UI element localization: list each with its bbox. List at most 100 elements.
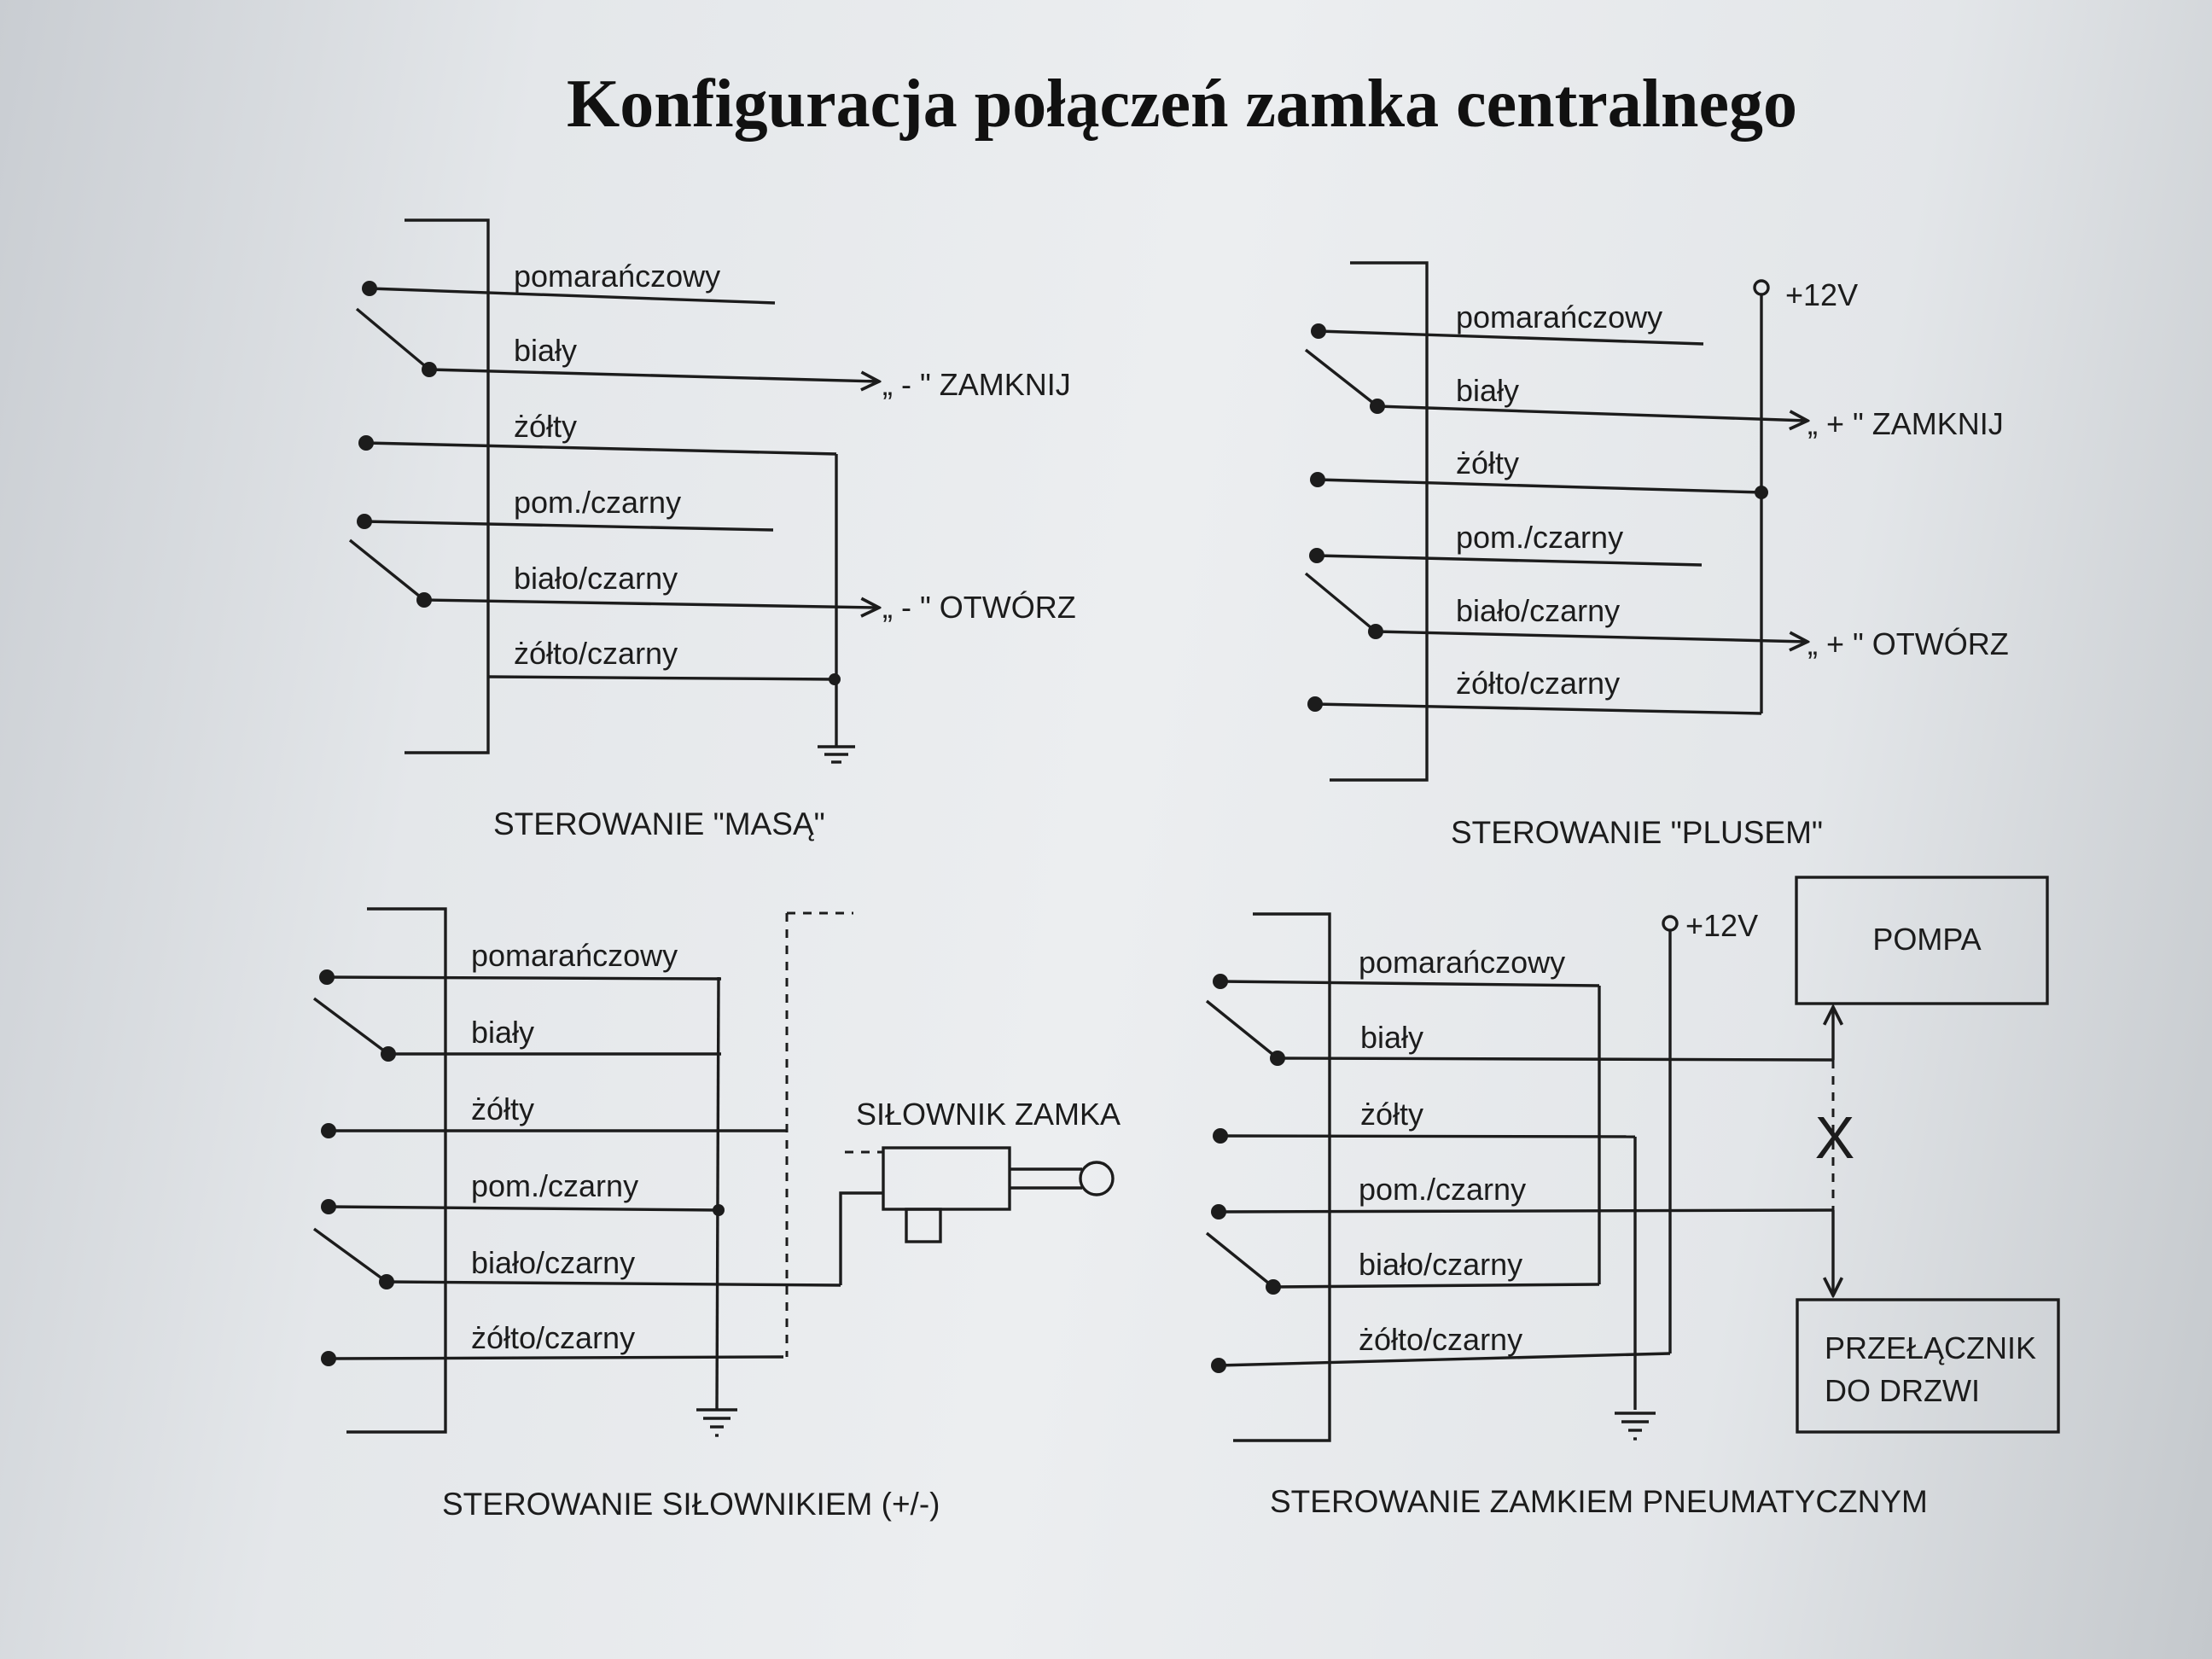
junction-dot bbox=[1755, 486, 1768, 499]
junction-dot bbox=[829, 673, 841, 685]
connector-bracket bbox=[1330, 261, 1429, 782]
panel-plus: +12V pomarańczowy biały żółty pom./czarn… bbox=[1304, 261, 2009, 850]
supply-label: +12V bbox=[1685, 908, 1758, 943]
switch-contact-dot bbox=[1266, 1279, 1281, 1295]
wire-white bbox=[1277, 1057, 1834, 1062]
switch-contact-dot bbox=[422, 362, 437, 377]
wire-label-white: biały bbox=[514, 333, 577, 368]
terminal-dot bbox=[1311, 323, 1326, 339]
wire-label-white: biały bbox=[1456, 373, 1519, 408]
terminal-dot bbox=[357, 514, 372, 529]
ground-symbol bbox=[818, 745, 855, 764]
wire-label-yellow: żółty bbox=[1360, 1097, 1423, 1132]
pump-label: POMPA bbox=[1872, 922, 1981, 957]
wire-white-black-switch bbox=[1304, 572, 1377, 633]
wire-label-yellow: żółty bbox=[1456, 445, 1519, 480]
wire-white-switch bbox=[1304, 348, 1379, 408]
terminal-dot bbox=[1213, 974, 1228, 989]
open-signal-label: „ - " OTWÓRZ bbox=[882, 590, 1076, 625]
wire-yellow bbox=[365, 441, 837, 456]
wire-yellow-black bbox=[1218, 1352, 1671, 1367]
door-switch-label: DO DRZWI bbox=[1825, 1373, 1980, 1408]
junction-dot bbox=[713, 1204, 725, 1216]
wire-yellow-black bbox=[328, 1355, 784, 1360]
open-signal-label: „ + " OTWÓRZ bbox=[1807, 626, 2009, 661]
terminal-dot bbox=[1211, 1204, 1226, 1220]
wire-label-orange-black: pom./czarny bbox=[514, 485, 681, 520]
actuator-feed bbox=[839, 1191, 883, 1285]
switch-contact-dot bbox=[416, 592, 432, 608]
actuator-label: SIŁOWNIK ZAMKA bbox=[856, 1097, 1121, 1132]
wire-label-orange-black: pom./czarny bbox=[471, 1168, 638, 1203]
wire-yellow-black bbox=[1314, 702, 1762, 715]
terminal-dot bbox=[321, 1199, 336, 1214]
wire-white-switch bbox=[312, 997, 390, 1056]
terminal-dot bbox=[319, 969, 335, 985]
wire-white-black-switch bbox=[348, 538, 426, 602]
panel-masa: pomarańczowy biały żółty pom./czarny bia… bbox=[348, 218, 1076, 841]
panel-caption-plus: STEROWANIE "PLUSEM" bbox=[1451, 815, 1823, 850]
switch-contact-dot bbox=[1370, 399, 1385, 414]
switch-contact-dot bbox=[381, 1046, 396, 1062]
wire-orange bbox=[1318, 329, 1704, 346]
connector-bracket bbox=[346, 907, 447, 1434]
wire-label-white-black: biało/czarny bbox=[514, 561, 678, 596]
wire-orange bbox=[369, 287, 776, 305]
wire-yellow bbox=[1220, 1134, 1636, 1138]
switch-contact-dot bbox=[379, 1274, 394, 1289]
terminal-dot bbox=[321, 1351, 336, 1366]
wire-white bbox=[428, 368, 879, 381]
wire-orange bbox=[1220, 980, 1600, 987]
wire-orange-black bbox=[364, 520, 774, 532]
actuator-icon bbox=[882, 1146, 1115, 1243]
terminal-dot bbox=[1310, 472, 1325, 487]
wire-label-orange-black: pom./czarny bbox=[1456, 520, 1623, 555]
connector-bracket bbox=[405, 218, 490, 754]
wire-yellow-black bbox=[487, 675, 835, 681]
wire-white-black bbox=[1272, 1283, 1600, 1289]
wire-white-switch bbox=[355, 307, 431, 371]
door-switch-box bbox=[1796, 1298, 2060, 1434]
wire-white-black bbox=[1375, 630, 1807, 642]
wire-white-switch bbox=[1205, 999, 1279, 1060]
panel-caption-masa: STEROWANIE "MASĄ" bbox=[493, 806, 825, 841]
panel-actuator: SIŁOWNIK ZAMKA pomarańczowy biały żółty … bbox=[312, 907, 1121, 1522]
wire-label-white-black: biało/czarny bbox=[1456, 593, 1620, 628]
supply-terminal bbox=[1662, 915, 1679, 932]
switch-contact-dot bbox=[1368, 624, 1383, 639]
terminal-dot bbox=[1211, 1358, 1226, 1373]
wire-label-yellow-black: żółto/czarny bbox=[514, 636, 678, 671]
pump-box bbox=[1795, 876, 2049, 1005]
wire-label-yellow-black: żółto/czarny bbox=[1359, 1322, 1522, 1357]
wire-orange-black bbox=[1316, 554, 1703, 567]
supply-terminal bbox=[1753, 279, 1770, 296]
wire-label-yellow-black: żółto/czarny bbox=[471, 1320, 635, 1355]
wire-label-orange: pomarańczowy bbox=[1359, 945, 1565, 980]
wire-label-white: biały bbox=[1360, 1020, 1423, 1055]
terminal-dot bbox=[321, 1123, 336, 1138]
ground-bus bbox=[715, 976, 720, 1411]
cross-mark: X bbox=[1815, 1104, 1855, 1171]
wire-white-black-switch bbox=[312, 1227, 388, 1284]
ground-symbol bbox=[696, 1408, 737, 1437]
close-signal-label: „ + " ZAMKNIJ bbox=[1807, 406, 2004, 441]
wire-label-orange: pomarańczowy bbox=[471, 938, 678, 973]
wire-label-white: biały bbox=[471, 1015, 534, 1050]
page-title: Konfiguracja połączeń zamka centralnego bbox=[567, 67, 1797, 142]
terminal-dot bbox=[1213, 1128, 1228, 1144]
close-signal-label: „ - " ZAMKNIJ bbox=[882, 367, 1071, 402]
wire-label-white-black: biało/czarny bbox=[471, 1245, 635, 1280]
supply-label: +12V bbox=[1785, 277, 1858, 312]
wire-label-yellow: żółty bbox=[514, 409, 577, 444]
wire-white-black bbox=[423, 600, 879, 608]
terminal-dot bbox=[1307, 696, 1323, 712]
wire-label-orange: pomarańczowy bbox=[1456, 300, 1662, 335]
wire-white-black-switch bbox=[1205, 1231, 1275, 1289]
wire-orange-black bbox=[1218, 1208, 1834, 1214]
wire-yellow bbox=[1317, 478, 1762, 494]
switch-contact-dot bbox=[1270, 1051, 1285, 1066]
terminal-dot bbox=[358, 435, 374, 451]
terminal-dot bbox=[362, 281, 377, 296]
wire-label-orange: pomarańczowy bbox=[514, 259, 720, 294]
wire-orange-black bbox=[328, 1205, 719, 1212]
